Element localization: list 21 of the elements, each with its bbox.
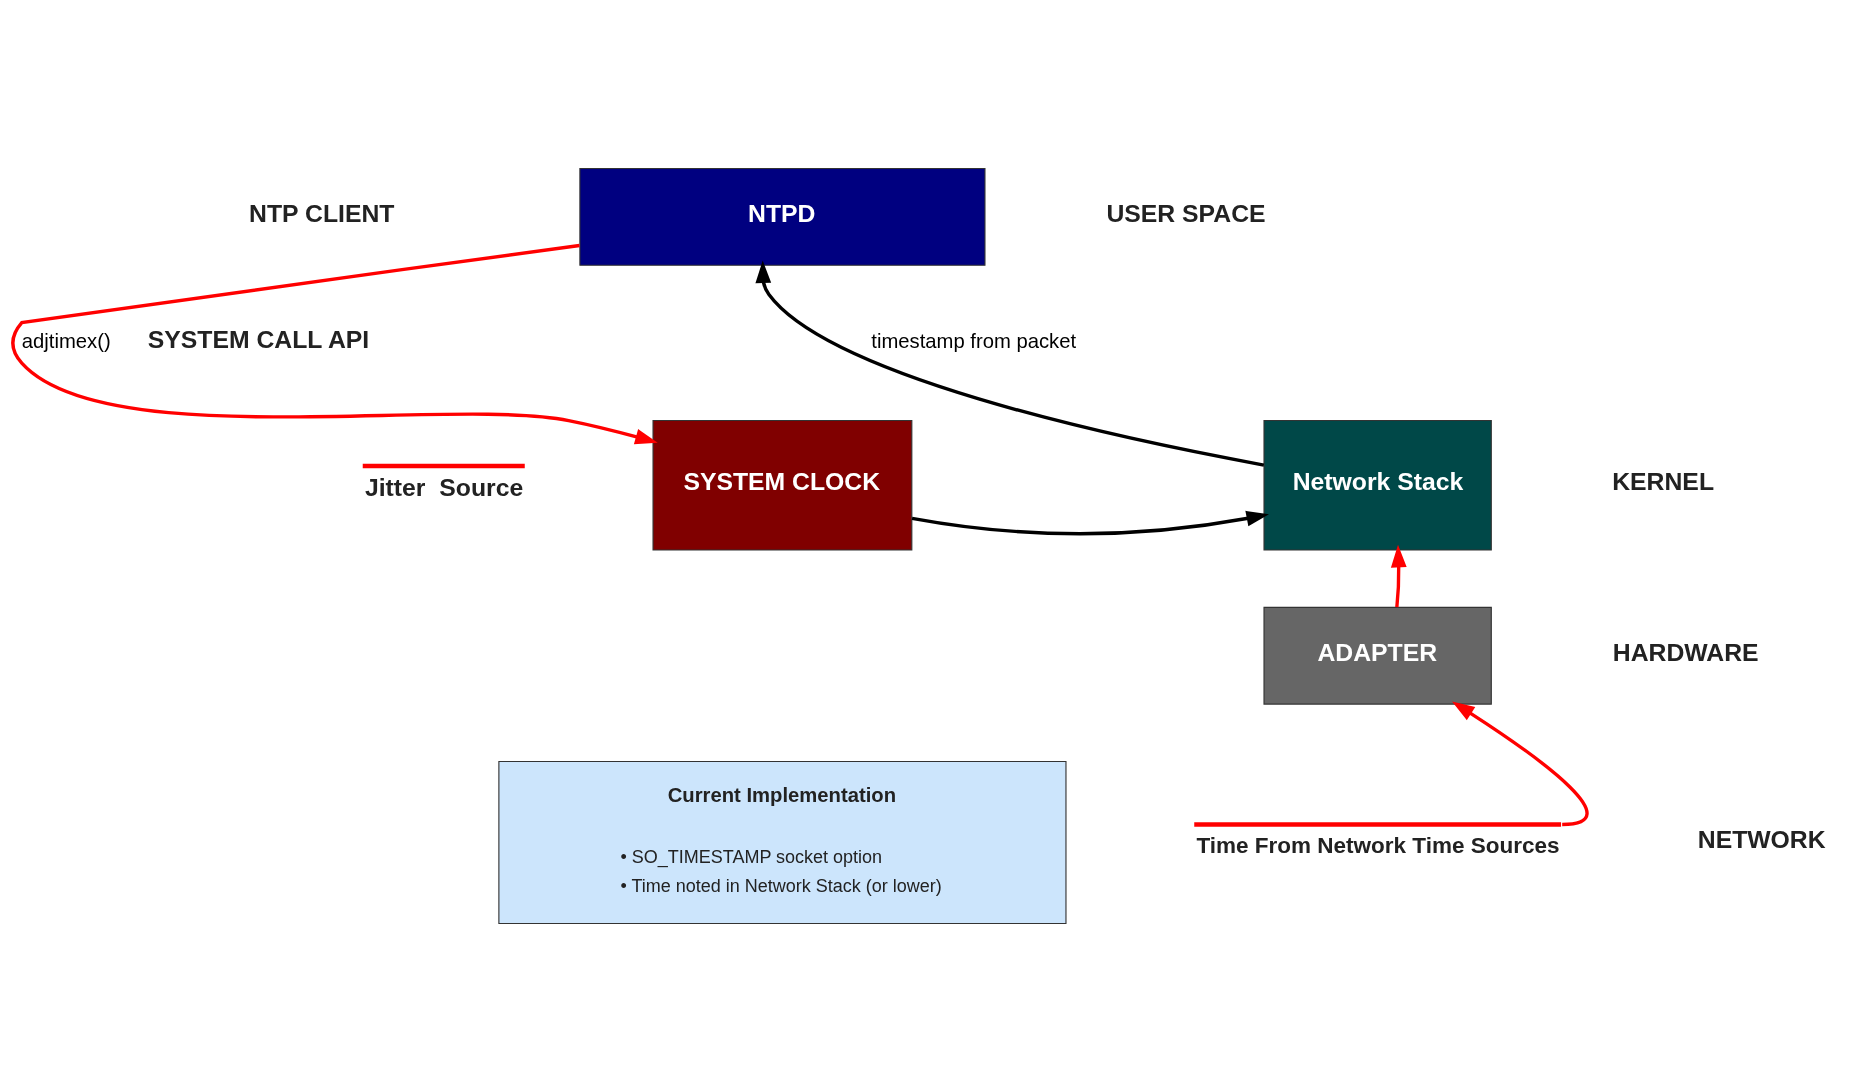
node-box: SYSTEM CLOCK [652,419,913,551]
arrow [755,260,1265,467]
label: HARDWARE [1612,638,1759,666]
label: KERNEL [1612,468,1715,496]
node-bar [1194,822,1562,827]
arrow [1390,544,1407,608]
edge-label: timestamp from packet [871,329,1077,352]
node-box: Network Stack [1263,419,1492,551]
node-box: NTPD [579,167,986,266]
node-label: Time From Network Time Sources [1196,832,1560,858]
node-box: Current Implementation • SO_TIMESTAMP socket option • Time noted in Network Stack (or lower) [498,760,1067,925]
label: NTP CLIENT [249,200,395,228]
node-box: ADAPTER [1263,606,1492,705]
legend-label: Jitter Source [364,474,524,502]
arrow [911,510,1269,536]
arrow [11,243,658,445]
edge-label: adjtimex() [21,329,111,352]
label: SYSTEM CALL API [147,326,370,354]
arrow [1452,701,1589,827]
label: NETWORK [1697,825,1826,853]
label: USER SPACE [1106,200,1266,228]
